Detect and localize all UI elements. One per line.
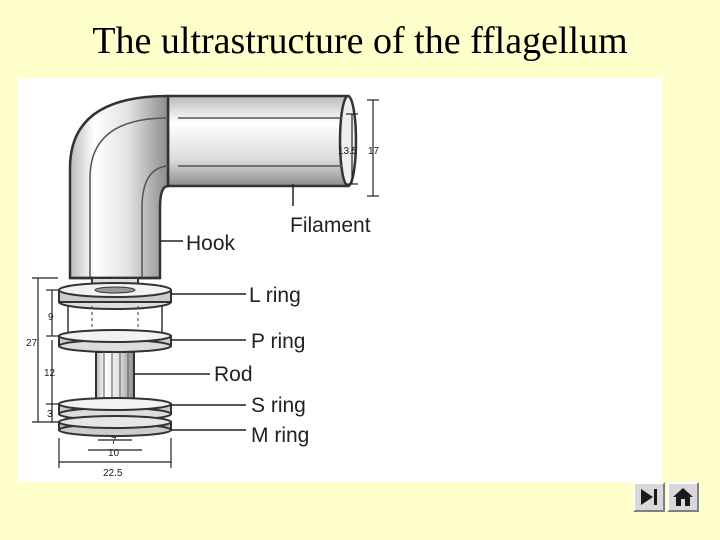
label-rod: Rod xyxy=(214,363,253,386)
filament-tube xyxy=(166,94,358,188)
label-filament: Filament xyxy=(290,214,371,237)
label-hook: Hook xyxy=(186,232,236,255)
dim-filament-inner: 13.5 xyxy=(338,146,358,157)
hook-elbow xyxy=(68,94,170,280)
dim-filament-outer: 17 xyxy=(368,146,380,157)
filament-dimension-markers xyxy=(346,99,379,197)
leader-lines xyxy=(134,184,294,431)
dim-outer-width: 22.5 xyxy=(103,468,123,479)
label-l-ring: L ring xyxy=(249,284,301,307)
home-button[interactable] xyxy=(667,482,699,512)
label-m-ring: M ring xyxy=(251,424,309,447)
dim-upper-height: 9 xyxy=(48,312,54,323)
home-icon xyxy=(673,488,693,506)
next-slide-button[interactable] xyxy=(633,482,665,512)
p-ring xyxy=(58,329,172,353)
dim-lower-height: 3 xyxy=(47,409,53,420)
m-ring xyxy=(58,415,172,437)
label-p-ring: P ring xyxy=(251,330,305,353)
slide-title: The ultrastructure of the fflagellum xyxy=(92,20,628,62)
s-ring xyxy=(58,397,172,421)
dim-total-height: 27 xyxy=(26,338,38,349)
next-slide-icon xyxy=(641,489,657,505)
width-dimension-markers xyxy=(58,438,172,468)
flagellum-diagram: Filament Hook L ring P ring Rod S ring M… xyxy=(18,78,661,482)
slide-navigation xyxy=(633,482,699,512)
l-ring xyxy=(58,282,172,310)
basal-dimension-markers xyxy=(32,277,58,423)
dim-inner-width: 7 xyxy=(111,436,117,447)
rod-shaft xyxy=(95,351,135,405)
label-s-ring: S ring xyxy=(251,394,306,417)
flagellum-drawing: Filament Hook L ring P ring Rod S ring M… xyxy=(26,94,380,479)
dim-middle-height: 12 xyxy=(44,368,56,379)
dim-middle-width: 10 xyxy=(108,448,120,459)
